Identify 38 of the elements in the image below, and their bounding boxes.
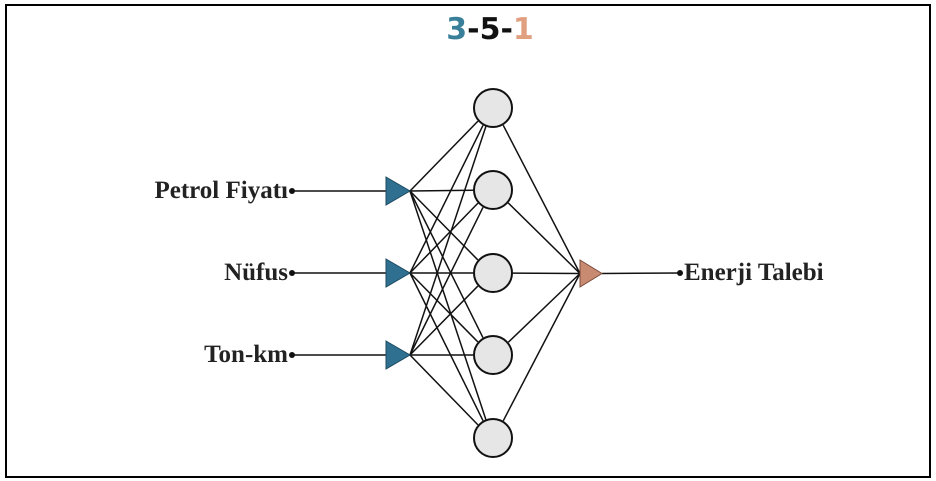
input-label: Ton-km xyxy=(125,340,288,370)
input-neuron xyxy=(386,341,410,369)
connection-line xyxy=(508,272,581,343)
input-line xyxy=(289,352,386,358)
input-label: Petrol Fiyatı xyxy=(60,176,288,206)
connection-line xyxy=(409,125,484,274)
input-line xyxy=(289,188,386,194)
input-line xyxy=(602,270,683,276)
connection-line xyxy=(410,272,473,274)
hidden-neuron xyxy=(473,170,513,210)
connection-line xyxy=(513,272,580,274)
input-neuron xyxy=(386,177,410,205)
input-line xyxy=(289,270,386,276)
connection-line xyxy=(410,189,474,192)
hidden-neuron xyxy=(473,88,513,128)
connection-line xyxy=(409,190,484,338)
connection-line xyxy=(409,202,478,274)
connection-line xyxy=(409,286,478,356)
connection-line xyxy=(502,124,581,274)
connection-line xyxy=(409,272,484,421)
input-label: Nüfus xyxy=(150,258,288,288)
connection-line xyxy=(409,207,484,356)
connection-line xyxy=(409,354,478,426)
connection-line xyxy=(502,273,581,422)
connection-line xyxy=(409,190,478,260)
hidden-neuron xyxy=(473,418,513,458)
connection-line xyxy=(409,126,487,356)
input-neuron xyxy=(386,259,410,287)
hidden-neuron xyxy=(473,253,513,293)
connection-line xyxy=(410,354,473,356)
connection-line xyxy=(409,120,478,192)
connection-line xyxy=(409,272,478,342)
connection-line xyxy=(409,190,487,420)
hidden-neuron xyxy=(473,335,513,375)
output-neuron xyxy=(580,260,602,287)
connection-line xyxy=(508,202,581,274)
output-label: Enerji Talebi xyxy=(684,258,924,288)
title: 3-5-1 xyxy=(445,12,535,48)
